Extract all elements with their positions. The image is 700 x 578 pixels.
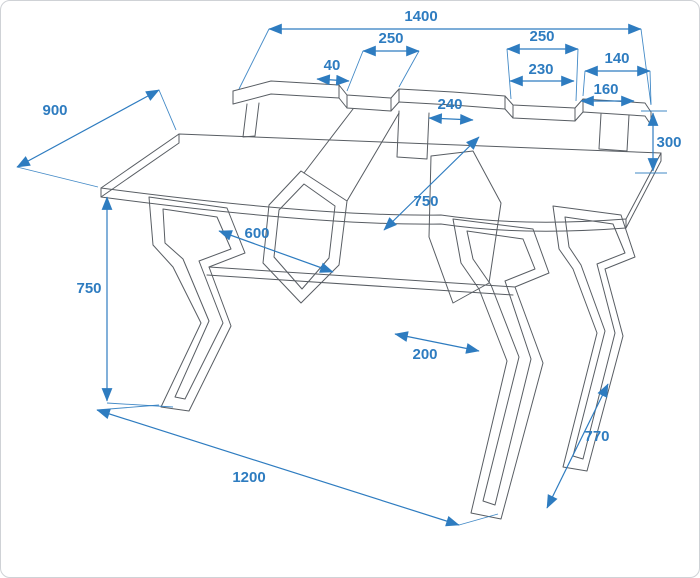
dim-750-height-extension [106,402,174,408]
dimension-annotations: 1400 250 40 250 140 230 160 [16,8,682,527]
dim-300-extension [635,110,667,174]
dim-770-label: 770 [584,428,609,445]
dim-600: 600 [218,225,334,273]
dim-200-label: 200 [412,346,437,363]
dim-1200-label: 1200 [232,469,265,486]
dim-750-height: 750 [76,196,174,408]
dim-770: 770 [546,383,610,509]
dim-770-line [546,383,609,509]
left-leg-outer [148,196,246,412]
dim-160-label: 160 [593,81,618,98]
dim-40-line [316,74,350,86]
dim-200-line [394,331,480,354]
dim-140: 140 [582,50,652,105]
dim-900-label: 900 [42,102,67,119]
dim-600-line [218,230,334,273]
dim-300-label: 300 [656,134,681,151]
dim-230: 230 [509,61,575,87]
dim-750-inner: 750 [383,136,480,231]
dim-230-label: 230 [528,61,553,78]
dim-250-left-label: 250 [378,30,403,47]
dim-250-left: 250 [346,30,420,92]
right-front-leg-outer [452,218,550,520]
cross-rails [206,266,516,296]
center-braces [303,108,400,202]
dim-240: 240 [428,96,474,125]
center-panel-inner [273,183,336,290]
left-leg-inner [162,208,232,400]
dim-40: 40 [316,57,350,86]
desk-wireframe [100,80,662,520]
dim-300: 300 [635,110,682,174]
dim-1400-label: 1400 [404,8,437,25]
dim-750-inner-label: 750 [413,193,438,210]
dim-250-right-extension [506,48,579,102]
dim-1200: 1200 [96,404,499,527]
dim-750-inner-line [383,136,480,231]
dim-600-label: 600 [244,225,269,242]
dim-240-line [428,113,474,125]
dim-140-label: 140 [604,50,629,67]
dim-1200-line [96,408,460,527]
dim-750-height-label: 750 [76,280,101,297]
dim-250-right-label: 250 [529,28,554,45]
dim-250-left-extension [346,50,420,92]
dim-1400-extension [238,28,652,106]
dim-200: 200 [394,331,480,363]
dim-900: 900 [16,89,177,188]
dim-240-label: 240 [437,96,462,113]
dim-160: 160 [580,81,635,107]
dim-width-1400: 1400 [238,8,652,106]
right-front-leg-inner [466,230,536,506]
dim-1200-extension [96,404,499,526]
dim-900-line [16,89,160,168]
desktop-thickness [100,133,662,232]
dim-250-right: 250 [506,28,579,102]
shelf-supports [242,102,630,160]
dim-900-extension [16,89,177,188]
dim-40-label: 40 [324,57,341,74]
